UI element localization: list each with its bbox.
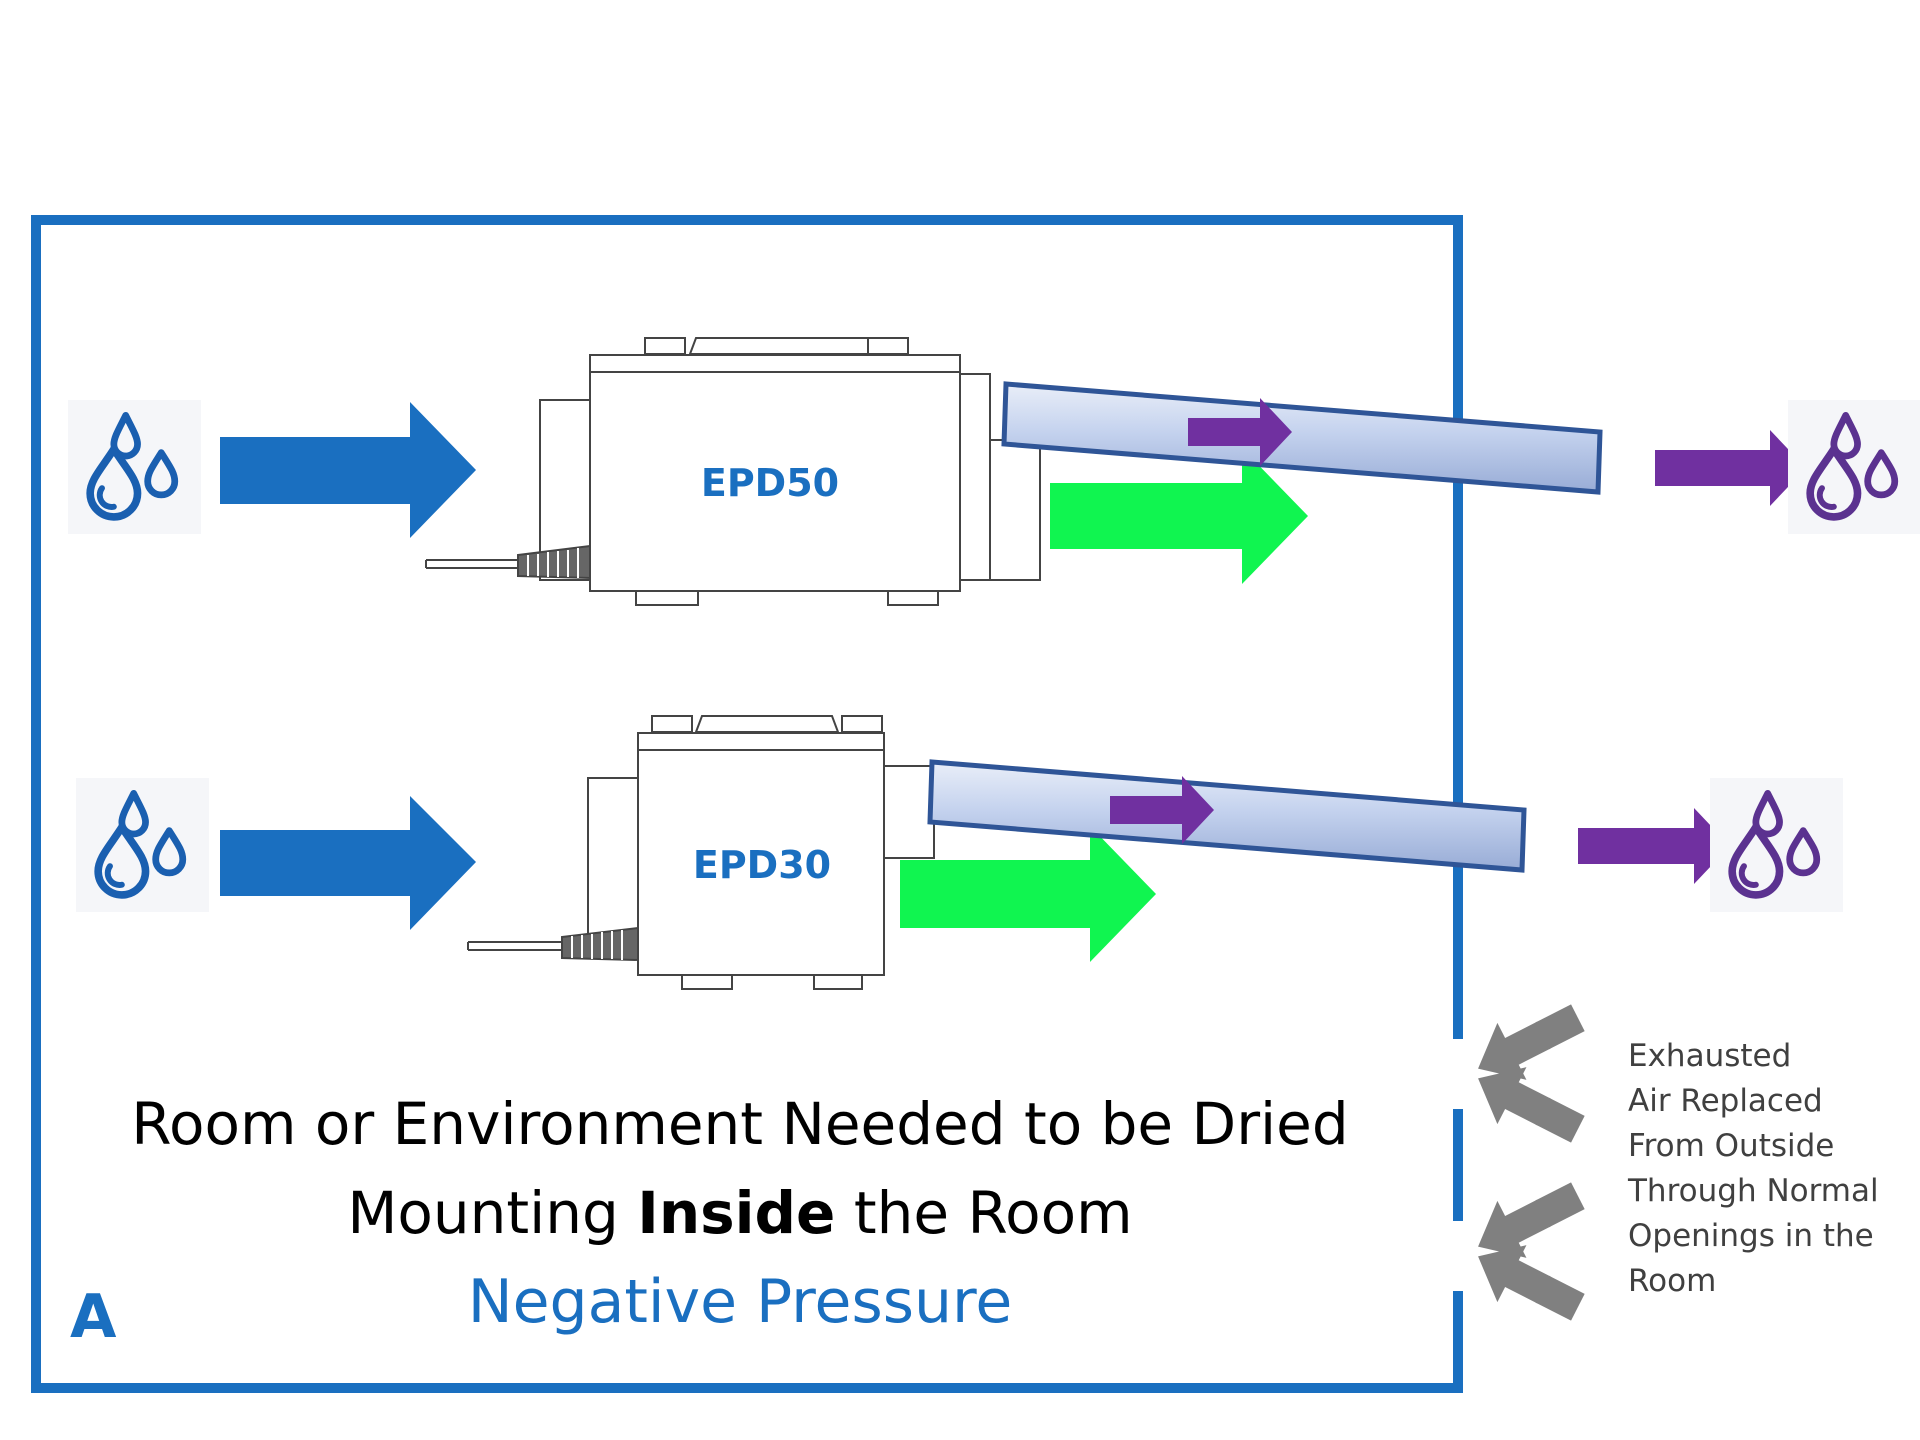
dehumidifier-epd50 <box>425 337 1041 606</box>
unit-label-epd30: EPD30 <box>693 843 831 887</box>
unit-epd50-row: EPD50 <box>68 337 1920 606</box>
dehumidifier-epd30 <box>467 715 935 990</box>
arrow-right-icon <box>220 402 476 538</box>
caption-mounting-prefix: Mounting <box>347 1179 638 1247</box>
side-note: Exhausted Air Replaced From Outside Thro… <box>1628 1038 1879 1299</box>
dry-air-arrow <box>1050 448 1308 584</box>
arrow-up-left-icon <box>1478 1245 1585 1321</box>
icon-background <box>1710 778 1843 912</box>
caption-pressure: Negative Pressure <box>467 1267 1013 1337</box>
caption-mounting-suffix: the Room <box>835 1179 1133 1247</box>
unit-epd30-row: EPD30 <box>76 715 1843 990</box>
exhaust-duct <box>927 759 1527 873</box>
unit-label-epd50: EPD50 <box>701 461 839 505</box>
arrow-right-icon <box>220 796 476 930</box>
caption-mounting-emphasis: Inside <box>637 1179 836 1247</box>
replacement-air-arrows <box>1478 1004 1585 1321</box>
moist-air-arrow <box>1110 776 1214 844</box>
exhaust-arrow <box>1578 808 1730 884</box>
icon-background <box>68 400 201 534</box>
dry-air-arrow <box>900 826 1156 962</box>
exhaust-arrow <box>1655 430 1806 506</box>
caption-title: Room or Environment Needed to be Dried <box>131 1090 1349 1158</box>
icon-background <box>1788 400 1920 534</box>
panel-letter: A <box>70 1282 117 1352</box>
icon-background <box>76 778 209 912</box>
arrow-up-left-icon <box>1478 1004 1585 1080</box>
exhaust-duct <box>1001 381 1603 495</box>
room-boundary <box>31 215 1463 1393</box>
caption-mounting: Mounting Inside the Room <box>40 1184 1440 1242</box>
arrow-up-left-icon <box>1478 1182 1585 1258</box>
arrow-up-left-icon <box>1478 1067 1585 1143</box>
moist-air-arrow <box>1188 398 1292 466</box>
